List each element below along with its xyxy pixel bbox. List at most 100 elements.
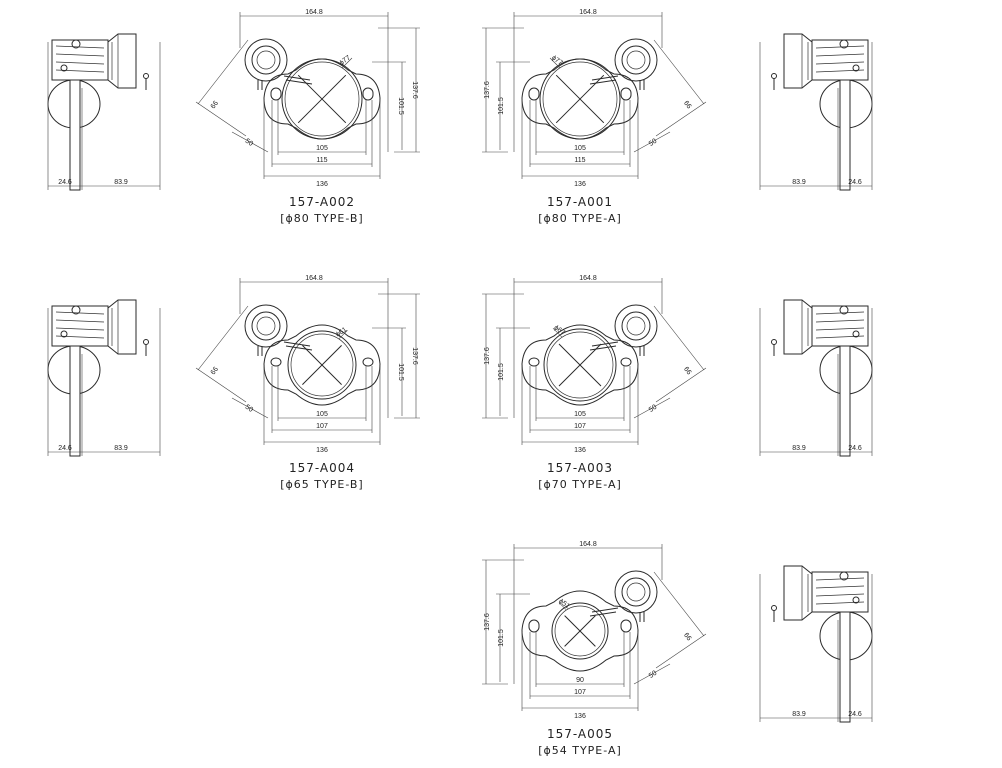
bracket-detail (815, 327, 865, 331)
bolt-slot (270, 87, 282, 101)
bore-circle (287, 330, 357, 400)
actuator-arm (285, 345, 313, 351)
linkage-bolt (71, 305, 81, 315)
valve-front-geometry (482, 544, 707, 711)
actuator-arm (591, 341, 619, 347)
vacuum-nipple (143, 73, 149, 79)
actuator-ring (621, 311, 651, 341)
actuator-canister (614, 304, 658, 348)
bracket-detail (55, 311, 105, 315)
actuator-canister (614, 570, 658, 614)
butterfly-shaft (302, 345, 342, 385)
part-type: [ϕ65 TYPE-B] (280, 478, 363, 491)
bracket-detail (55, 61, 105, 65)
valve-body-pipe (839, 611, 851, 723)
bracket-detail (815, 585, 865, 589)
diameter-leader (341, 57, 353, 69)
dim-w2-label: 115 (316, 157, 327, 164)
actuator-arm (591, 75, 619, 81)
vacuum-nipple (771, 339, 777, 345)
valve-front-geometry (482, 278, 707, 445)
dim-side-b-label: 83.9 (114, 179, 128, 186)
valve-side-geometry (759, 33, 873, 191)
dim-side-b-label: 83.9 (792, 711, 806, 718)
front-view-A001: 164.8137.6101.5ϕ771051151366650157-A001[… (482, 9, 707, 225)
dim-diag2-label: 50 (244, 138, 254, 148)
diameter-leader (552, 327, 563, 338)
part-code: 157-A005 (547, 727, 613, 741)
valve-front-geometry (195, 12, 420, 179)
ext-line (655, 101, 707, 137)
linkage-bolt (839, 571, 849, 581)
dim-height-label: 137.6 (411, 347, 418, 365)
bracket-detail (815, 593, 865, 597)
valve-side-geometry (759, 565, 873, 723)
diameter-leader (338, 330, 348, 340)
dim-width-label: 164.8 (579, 541, 597, 548)
dim-w1-label: 105 (574, 411, 586, 418)
bolt-slot (620, 87, 632, 101)
front-view-A002: 164.8137.6101.5ϕ771051151366650157-A002[… (195, 9, 420, 225)
dim-diag1-label: 66 (210, 366, 220, 377)
dim-width-label: 164.8 (579, 275, 597, 282)
ext-line (195, 101, 247, 137)
dim-side-a-label: 24.6 (848, 179, 862, 186)
dim-width-label: 164.8 (305, 9, 323, 16)
butterfly-shaft (558, 343, 602, 387)
side-view-A001: 24.683.9 (759, 33, 873, 191)
vacuum-nipple (771, 605, 777, 611)
actuator-canister (244, 304, 288, 348)
dim-w1-label: 105 (316, 145, 328, 152)
actuator-ring (251, 45, 281, 75)
dim-height-label: 137.6 (484, 81, 491, 99)
ext-line (195, 367, 247, 403)
dim-inner-height-label: 101.5 (397, 97, 404, 115)
dim-line-diag1 (197, 305, 249, 371)
vacuum-nipple (771, 73, 777, 79)
dim-w3-label: 136 (574, 181, 586, 188)
dim-side-a-label: 24.6 (848, 445, 862, 452)
linkage-pin (852, 330, 860, 338)
dim-side-a-label: 24.6 (58, 179, 72, 186)
bolt-slot (528, 619, 540, 633)
actuator-canister (614, 38, 658, 82)
actuator-arm (589, 345, 617, 351)
front-view-A005: 164.8137.6101.5ϕ51901071366650157-A005[ϕ… (482, 541, 707, 757)
bore-circle (281, 58, 363, 140)
butterfly-shaft (297, 74, 347, 124)
butterfly-shaft (555, 74, 605, 124)
linkage-bolt (71, 39, 81, 49)
linkage-bolt (839, 39, 849, 49)
valve-body-pipe (839, 345, 851, 457)
valve-front-geometry (482, 12, 707, 179)
diameter-leader (558, 602, 567, 610)
dim-side-b-label: 83.9 (114, 445, 128, 452)
bolt-hole (270, 357, 282, 367)
valve-front-geometry (195, 278, 420, 445)
front-view-A004: 164.8137.6101.5ϕ611051071366650157-A004[… (195, 275, 420, 491)
butterfly-shaft (564, 615, 596, 647)
dim-width-label: 164.8 (579, 9, 597, 16)
bracket-detail (815, 69, 865, 73)
side-view-A002: 24.6 83.9 (47, 33, 161, 191)
part-type: [ϕ54 TYPE-A] (538, 744, 622, 757)
dim-w3-label: 136 (574, 713, 586, 720)
flange-outline (263, 324, 381, 406)
actuator-canister (244, 38, 288, 82)
bolt-hole (528, 357, 540, 367)
linkage-bolt (839, 305, 849, 315)
bore-circle (543, 328, 617, 402)
part-code: 157-A003 (547, 461, 613, 475)
bracket-detail (815, 61, 865, 65)
bracket-detail (55, 319, 105, 323)
bracket-detail (55, 45, 105, 49)
dim-w3-label: 136 (316, 181, 328, 188)
bolt-hole (620, 357, 632, 367)
dim-line-diag2 (633, 397, 671, 419)
dim-diag2-label: 50 (648, 670, 658, 680)
dim-w1-label: 105 (574, 145, 586, 152)
part-code: 157-A002 (289, 195, 355, 209)
dim-line-diag1 (653, 571, 705, 637)
dim-line-diag1 (197, 39, 249, 105)
